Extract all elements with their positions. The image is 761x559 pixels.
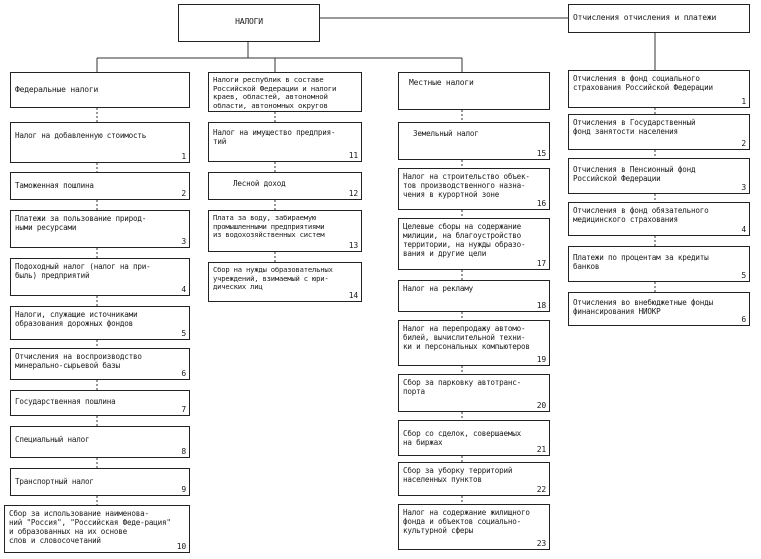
item-number: 23 [536,539,546,548]
federal-taxes-label: Федеральные налоги [15,85,99,94]
regional-taxes-header: Налоги республик в составе Российской Фе… [208,72,362,112]
payment-item: Отчисления во внебюджетные фонды финанси… [568,292,750,326]
item-number: 11 [348,151,358,160]
item-label: Налог на добавленную стоимость [15,131,147,140]
item-number: 5 [741,271,746,280]
item-number: 19 [536,355,546,364]
item-label: Сбор на нужды образовательных учреждений… [213,265,333,291]
local-tax-item: Налог на рекламу 18 [398,280,550,312]
payment-item: Отчисления в фонд обязательного медицинс… [568,202,750,236]
payment-item: Отчисления в Пенсионный фонд Российской … [568,158,750,194]
local-tax-item: Земельный налог 15 [398,122,550,160]
item-label: Сбор со сделок, совершаемых на биржах [403,429,522,447]
item-label: Отчисления на воспроизводство минерально… [15,352,142,370]
regional-tax-item: Сбор на нужды образовательных учреждений… [208,262,362,302]
federal-tax-item: Транспортный налог 9 [10,468,190,496]
item-number: 14 [348,290,358,300]
local-tax-item: Целевые сборы на содержание милиции, на … [398,218,550,270]
item-number: 2 [741,139,746,148]
regional-tax-item: Лесной доход 12 [208,172,362,200]
item-label: Плата за воду, забираемую промышленными … [213,213,325,239]
other-payments-label: Отчисления отчисления и платежи [573,13,717,22]
item-label: Платежи по процентам за кредиты банков [573,253,709,271]
item-number: 16 [536,199,546,208]
root-taxes-label: НАЛОГИ [235,17,263,26]
item-number: 6 [181,369,186,378]
root-taxes-box: НАЛОГИ [178,4,320,42]
local-taxes-label: Местные налоги [409,78,474,87]
regional-tax-item: Плата за воду, забираемую промышленными … [208,210,362,252]
item-label: Отчисления в фонд обязательного медицинс… [573,206,709,224]
federal-tax-item: Государственная пошлина 7 [10,390,190,416]
federal-tax-item: Платежи за пользование природ- ными ресу… [10,210,190,248]
item-number: 15 [536,149,546,158]
item-number: 12 [348,189,358,198]
item-label: Земельный налог [413,129,479,138]
federal-tax-item: Подоходный налог (налог на при- быль) пр… [10,258,190,296]
item-label: Целевые сборы на содержание милиции, на … [403,222,526,258]
item-label: Платежи за пользование природ- ными ресу… [15,214,147,232]
local-tax-item: Сбор за парковку автотранс- порта 20 [398,374,550,412]
item-label: Отчисления в Пенсионный фонд Российской … [573,165,696,183]
item-label: Налог на имущество предприя- тий [213,128,336,146]
local-tax-item: Налог на перепродажу автомо- билей, вычи… [398,320,550,366]
federal-tax-item: Отчисления на воспроизводство минерально… [10,348,190,380]
item-label: Налоги, служащие источниками образования… [15,310,138,328]
item-label: Лесной доход [233,179,286,188]
item-label: Сбор за использование наименова- ний "Ро… [9,509,171,545]
item-number: 9 [181,485,186,494]
item-number: 21 [536,445,546,454]
local-tax-item: Сбор со сделок, совершаемых на биржах 21 [398,420,550,456]
federal-tax-item: Таможенная пошлина 2 [10,172,190,200]
item-number: 17 [536,259,546,268]
item-label: Налог на перепродажу автомо- билей, вычи… [403,324,530,351]
item-number: 7 [181,405,186,414]
item-label: Отчисления в Государственный фонд занято… [573,118,696,136]
item-number: 6 [741,315,746,324]
local-tax-item: Налог на строительство объек- тов произв… [398,168,550,210]
item-label: Отчисления во внебюджетные фонды финанси… [573,298,713,316]
item-label: Транспортный налог [15,477,94,486]
item-label: Сбор за уборку территорий населенных пун… [403,466,513,484]
item-label: Отчисления в фонд социального страховани… [573,74,713,92]
item-number: 3 [181,237,186,246]
item-label: Государственная пошлина [15,397,116,406]
item-number: 10 [176,542,186,551]
local-taxes-header: Местные налоги [398,72,550,110]
local-tax-item: Налог на содержание жилищного фонда и об… [398,504,550,550]
item-number: 22 [536,485,546,494]
item-number: 1 [741,97,746,106]
item-number: 13 [348,240,358,250]
federal-tax-item: Налоги, служащие источниками образования… [10,306,190,340]
item-label: Таможенная пошлина [15,181,94,190]
item-number: 3 [741,183,746,192]
item-label: Подоходный налог (налог на при- быль) пр… [15,262,151,280]
federal-taxes-header: Федеральные налоги [10,72,190,108]
federal-tax-item: Специальный налог 8 [10,426,190,458]
other-payments-box: Отчисления отчисления и платежи [568,4,750,33]
item-label: Налог на содержание жилищного фонда и об… [403,508,530,535]
item-label: Специальный налог [15,435,90,444]
item-number: 5 [181,329,186,338]
regional-tax-item: Налог на имущество предприя- тий 11 [208,122,362,162]
item-label: Налог на строительство объек- тов произв… [403,172,530,199]
item-number: 8 [181,447,186,456]
payment-item: Отчисления в фонд социального страховани… [568,70,750,108]
federal-tax-item: Сбор за использование наименова- ний "Ро… [4,505,190,553]
item-number: 4 [181,285,186,294]
item-number: 2 [181,189,186,198]
item-number: 18 [536,301,546,310]
item-number: 1 [181,152,186,161]
item-number: 4 [741,225,746,234]
item-label: Сбор за парковку автотранс- порта [403,378,522,396]
regional-taxes-label: Налоги республик в составе Российской Фе… [213,75,337,110]
local-tax-item: Сбор за уборку территорий населенных пун… [398,462,550,496]
item-label: Налог на рекламу [403,284,473,293]
payment-item: Отчисления в Государственный фонд занято… [568,114,750,150]
payment-item: Платежи по процентам за кредиты банков 5 [568,246,750,282]
item-number: 20 [536,401,546,410]
federal-tax-item: Налог на добавленную стоимость 1 [10,122,190,163]
